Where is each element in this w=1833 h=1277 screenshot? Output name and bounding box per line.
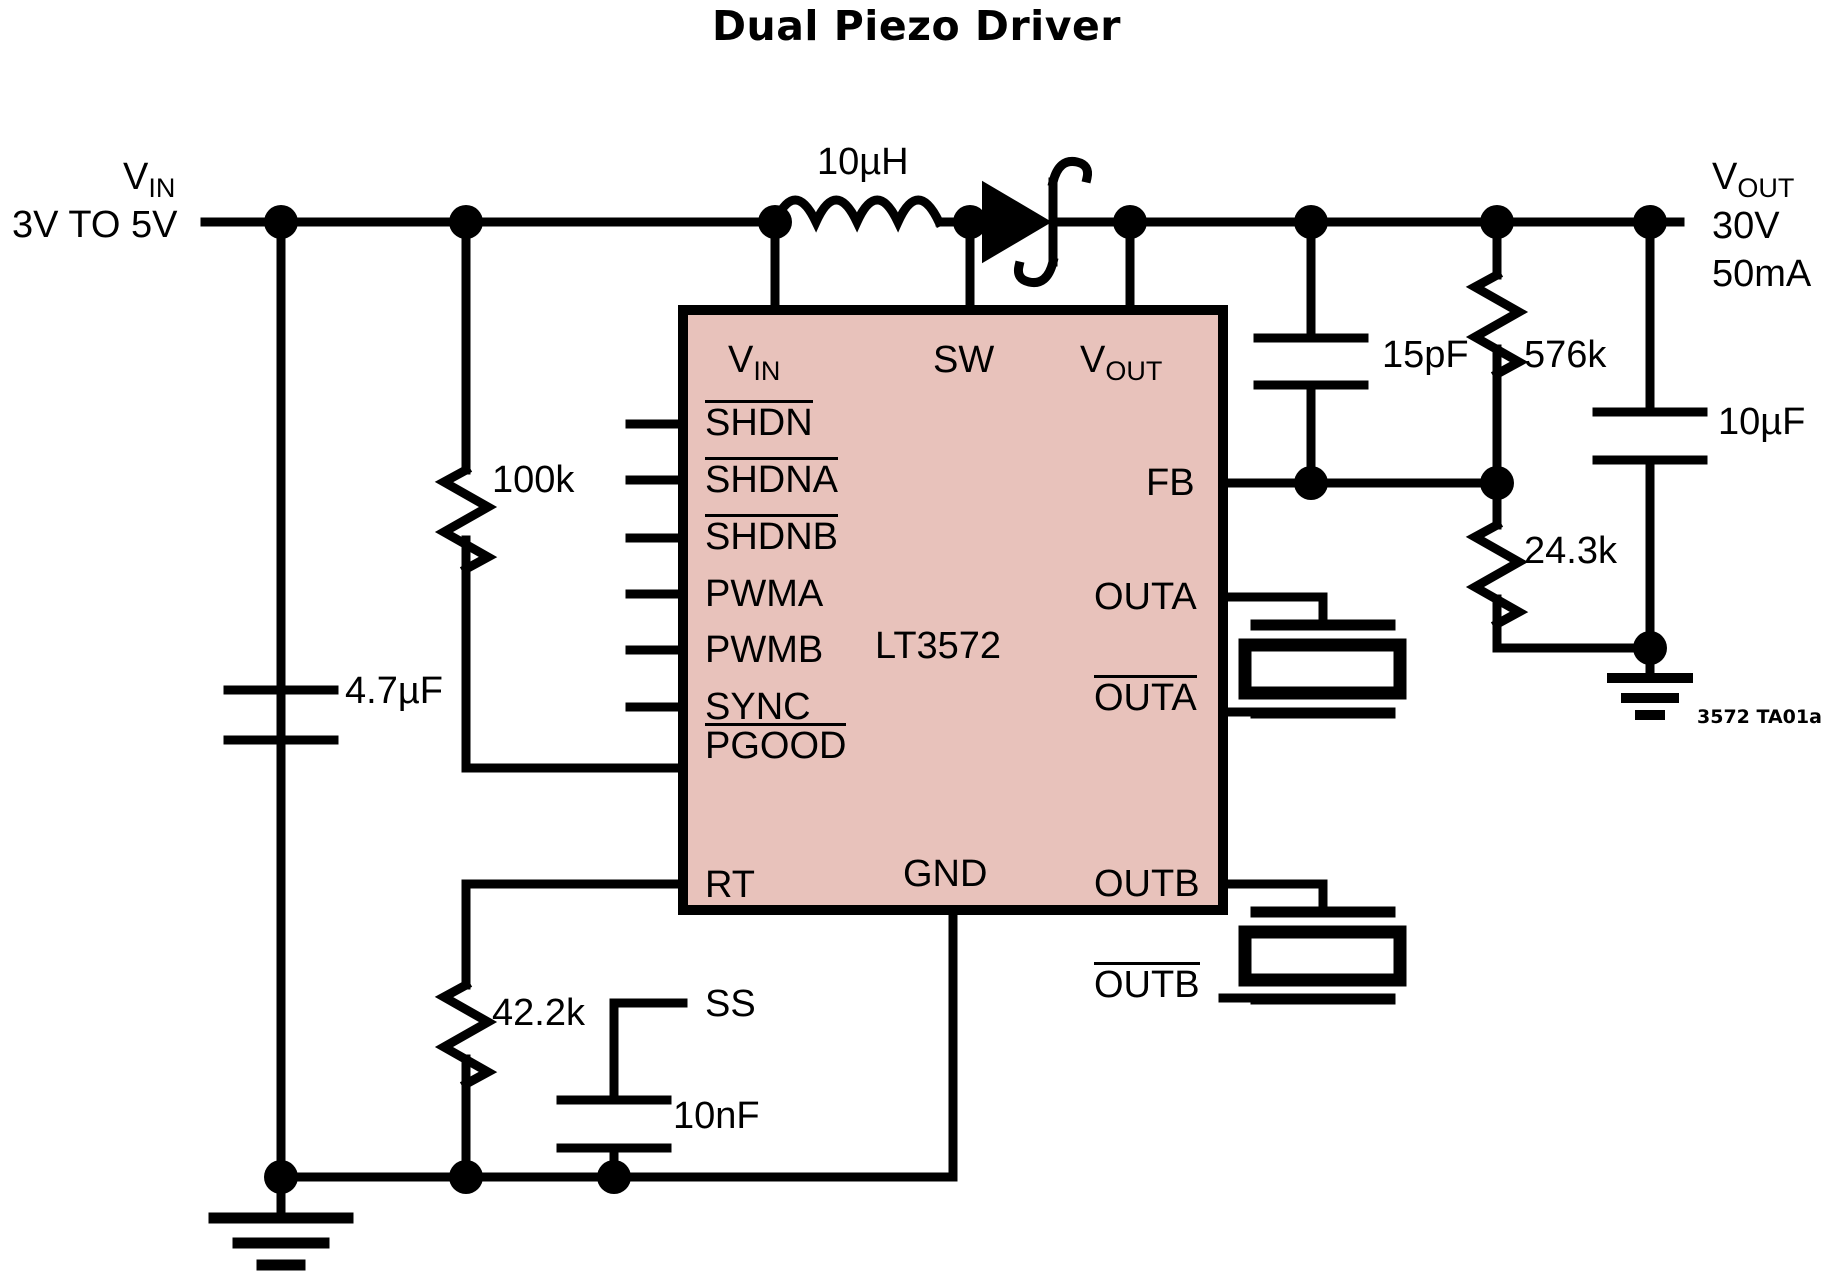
pin-label-pwmb: PWMB (705, 629, 824, 671)
pin-label-sw: SW (933, 339, 995, 381)
piezoB-body (1238, 925, 1407, 987)
resistor-42k2 (434, 978, 498, 1091)
diode-curl-top (1047, 156, 1092, 188)
pin-label-gnd: GND (903, 853, 988, 895)
junction-dots (264, 205, 1667, 1194)
pin-label-vout: VOUT (1080, 339, 1163, 386)
dot-10uf-top (1633, 205, 1667, 239)
ic-part-number: LT3572 (875, 625, 1002, 667)
dot-gnd-right (1633, 631, 1667, 665)
page-title: Dual Piezo Driver (712, 2, 1121, 50)
resistor-100k (434, 463, 498, 576)
pgood-pullup-label: 100k (492, 459, 575, 501)
piezoA-body (1238, 638, 1407, 700)
inductor-label: 10µH (817, 141, 909, 183)
pin-label-outa: OUTA (1094, 576, 1197, 618)
feedforward-cap-label: 15pF (1382, 334, 1469, 376)
dot-gnd-2 (449, 1160, 483, 1194)
resistor-576k (1465, 268, 1529, 381)
dot-576k-top (1480, 205, 1514, 239)
dot-15pf-top (1294, 205, 1328, 239)
vin-label: VIN (123, 156, 176, 203)
dot-vin-2 (449, 205, 483, 239)
pin-label-shdna: SHDNA (705, 457, 839, 501)
output-cap-label: 10µF (1718, 401, 1806, 443)
fb-top-resistor-label: 576k (1524, 334, 1607, 376)
vout-voltage-label: 30V (1712, 205, 1780, 247)
dot-gnd-1 (264, 1160, 298, 1194)
dot-vout-pin (1113, 205, 1147, 239)
dot-gnd-3 (597, 1160, 631, 1194)
diode-body (982, 180, 1052, 264)
rt-resistor-label: 42.2k (492, 992, 585, 1034)
diode-curl-bottom (1014, 256, 1059, 288)
pin-label-shdn: SHDN (705, 400, 813, 444)
fb-bottom-resistor-label: 24.3k (1524, 530, 1617, 572)
dot-sw (953, 205, 987, 239)
dot-vin-1 (264, 205, 298, 239)
inductor-L1 (769, 195, 946, 233)
vin-range-label: 3V TO 5V (12, 204, 178, 246)
vout-label: VOUT (1712, 156, 1795, 203)
pin-label-outb: OUTB (1094, 863, 1200, 905)
ic-body (678, 305, 1228, 915)
vout-current-label: 50mA (1712, 253, 1812, 295)
dot-fb-15pf (1294, 466, 1328, 500)
ss-cap-label: 10nF (673, 1095, 760, 1137)
pin-label-shdnb: SHDNB (705, 514, 839, 558)
pin-label-pgood: PGOOD (705, 723, 847, 767)
dot-fb-divider (1480, 466, 1514, 500)
pin-label-pwma: PWMA (705, 573, 824, 615)
input-cap-label: 4.7µF (345, 670, 443, 712)
pin-label-sync: SYNC (705, 686, 811, 728)
pin-label-ss: SS (705, 983, 756, 1025)
pin-label-outa-bar: OUTA (1094, 675, 1197, 719)
figure-id-note: 3572 TA01a (1697, 706, 1822, 728)
resistor-24k3 (1465, 518, 1529, 631)
pin-label-outb-bar: OUTB (1094, 962, 1200, 1006)
dot-vin-pin (758, 205, 792, 239)
pin-label-rt: RT (705, 864, 755, 906)
pin-label-fb: FB (1146, 462, 1195, 504)
pin-label-vin: VIN (728, 339, 781, 386)
